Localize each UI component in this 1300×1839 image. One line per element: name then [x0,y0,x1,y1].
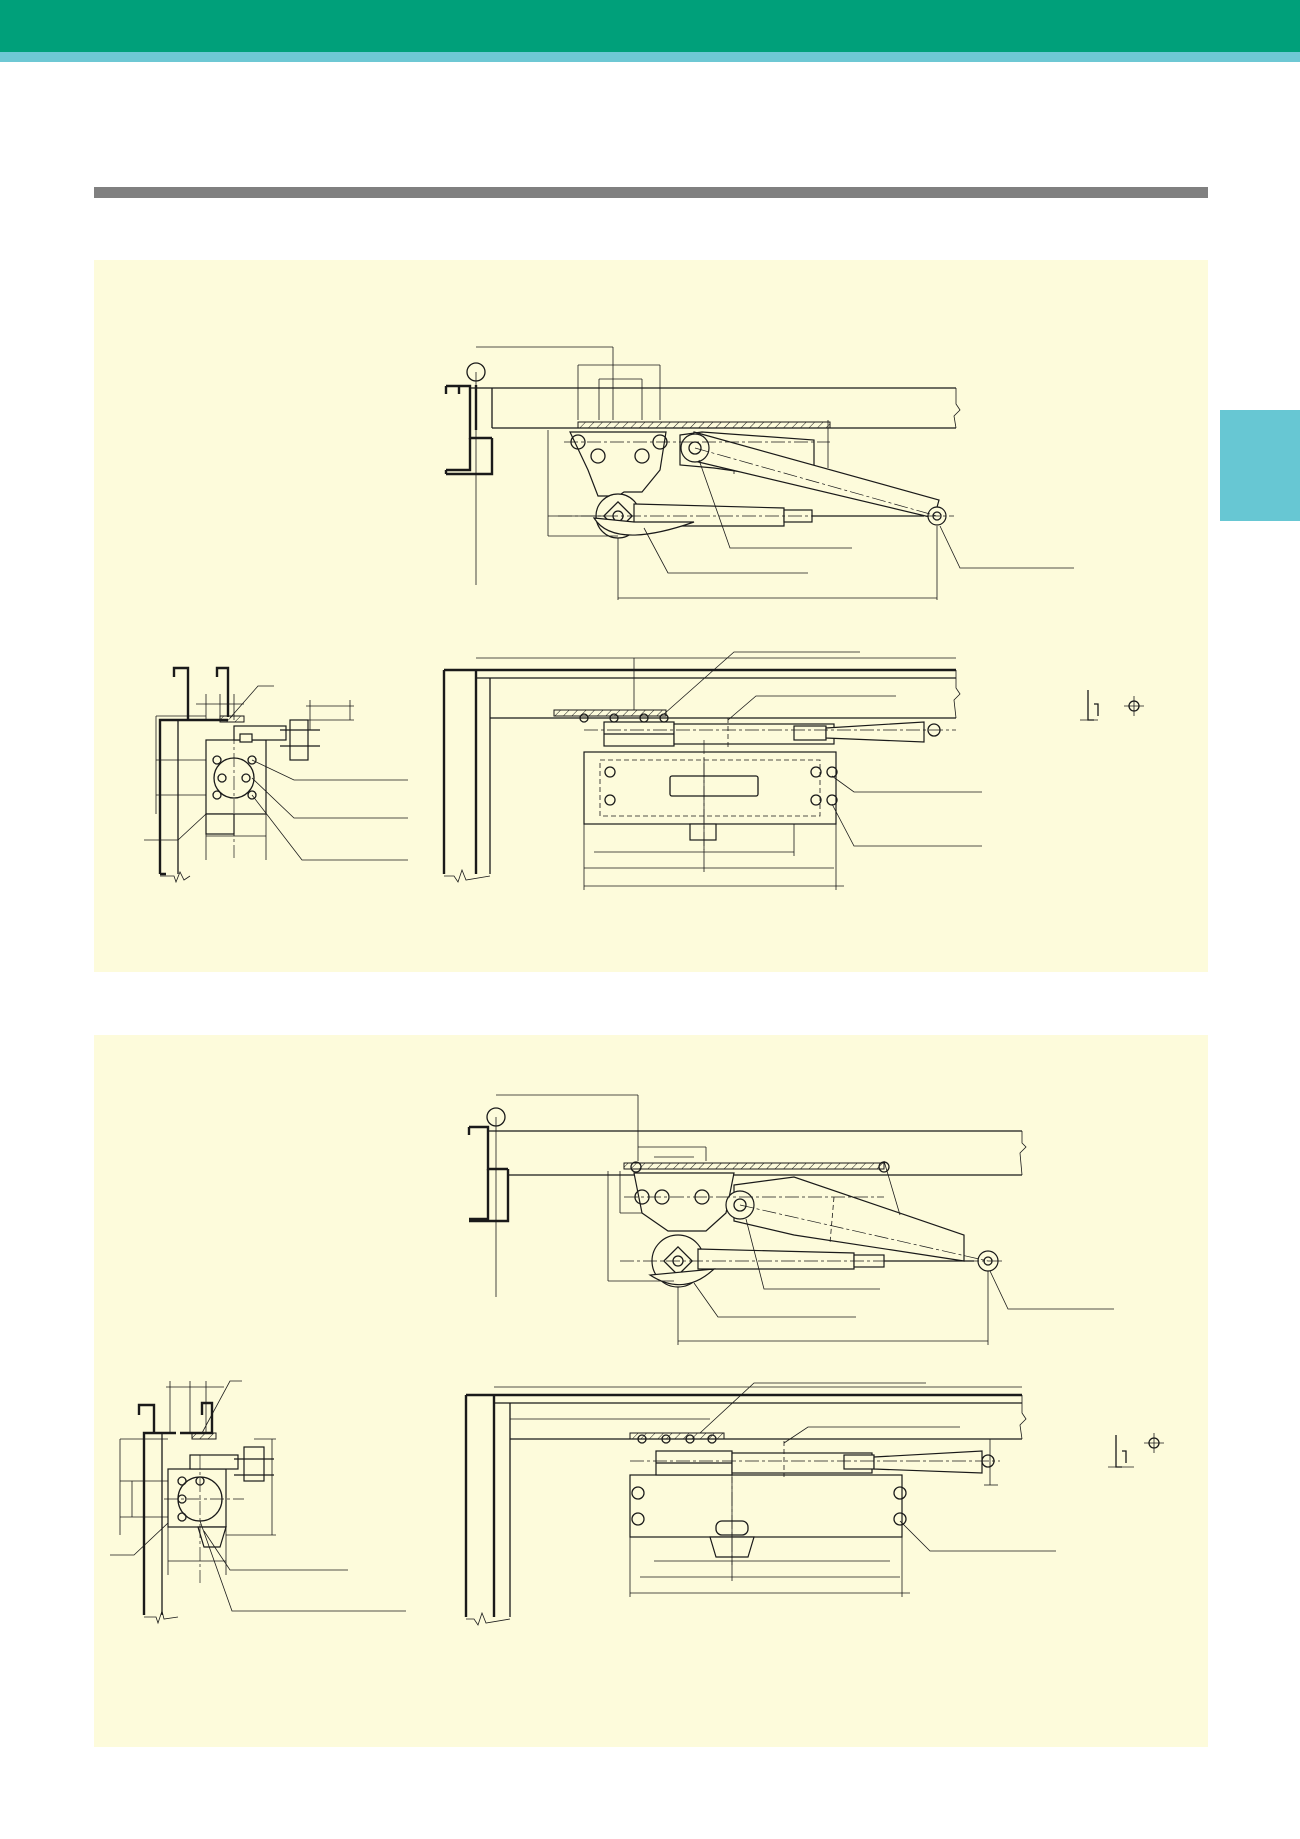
header-stripe [0,52,1300,62]
drawing-panel-2 [94,1035,1208,1747]
section-view-1 [144,666,408,884]
drawing-1 [144,346,1144,890]
section-rule [94,187,1208,198]
header-band [0,0,1300,52]
elevation-view-1 [444,346,1074,600]
elevation-view-2 [467,1094,1114,1345]
section-view-2 [110,1380,406,1625]
plan-view-2 [464,1382,1164,1626]
drawing-2 [110,1094,1164,1626]
side-tab [1220,410,1300,521]
drawing-panel-1 [94,260,1208,972]
plan-view-1 [442,651,1144,890]
